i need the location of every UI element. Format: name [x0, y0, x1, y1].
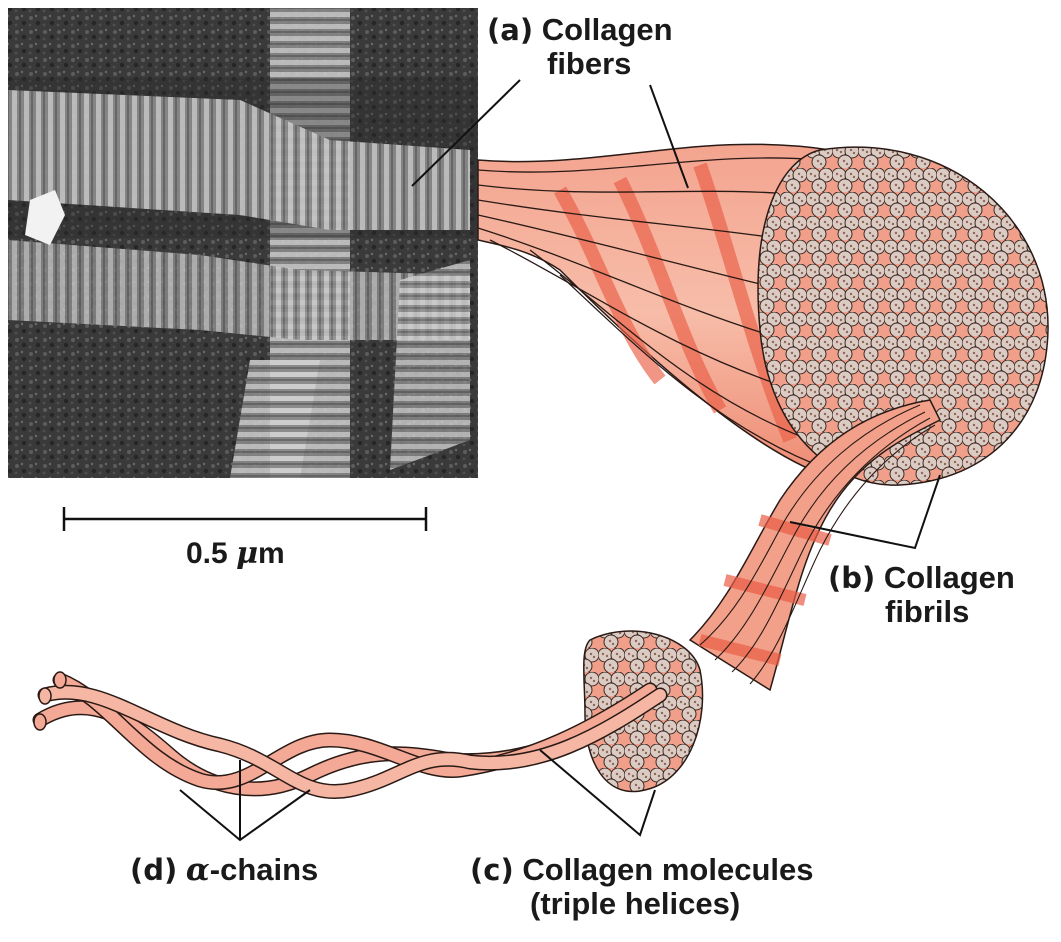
label-a-line2: fibers: [547, 46, 632, 81]
scale-unit-greek: μ: [236, 536, 259, 571]
fiber-pointer-line: [411, 79, 521, 187]
scale-bar-label: 0.5 μm: [186, 536, 285, 571]
scale-bar: [62, 507, 428, 531]
label-c-line2: (triple helices): [530, 886, 741, 921]
label-d-greek: α: [185, 852, 210, 888]
label-c-line1: Collagen molecules: [522, 852, 814, 887]
fiber-label-line: [649, 84, 689, 189]
label-a-line1: Collagen: [541, 12, 673, 47]
label-b-line2: fibrils: [885, 594, 970, 629]
fibril-label-lines: [789, 474, 941, 550]
label-c-tag: (c): [470, 853, 514, 887]
helix-end-caps: [33, 671, 67, 731]
triple-helix-molecule: [32, 672, 668, 799]
label-d-tag: (d): [130, 853, 178, 887]
scale-unit-rest: m: [258, 537, 285, 570]
label-b-tag: (b): [828, 561, 876, 595]
label-d-rest: -chains: [209, 852, 319, 887]
label-b-line1: Collagen: [883, 560, 1015, 595]
electron-micrograph: [8, 8, 478, 478]
label-collagen-fibers: (a) Collagen fibers: [487, 13, 673, 81]
label-collagen-fibrils: (b) Collagen fibrils: [828, 561, 1015, 629]
molecule-label-lines: [539, 749, 656, 837]
collagen-fiber: [477, 143, 1049, 486]
scale-value: 0.5: [186, 537, 228, 570]
label-alpha-chains: (d) α-chains: [130, 852, 319, 888]
label-collagen-molecules: (c) Collagen molecules (triple helices): [470, 853, 813, 921]
alpha-chain-label-lines: [179, 789, 311, 842]
label-a-tag: (a): [487, 13, 534, 47]
